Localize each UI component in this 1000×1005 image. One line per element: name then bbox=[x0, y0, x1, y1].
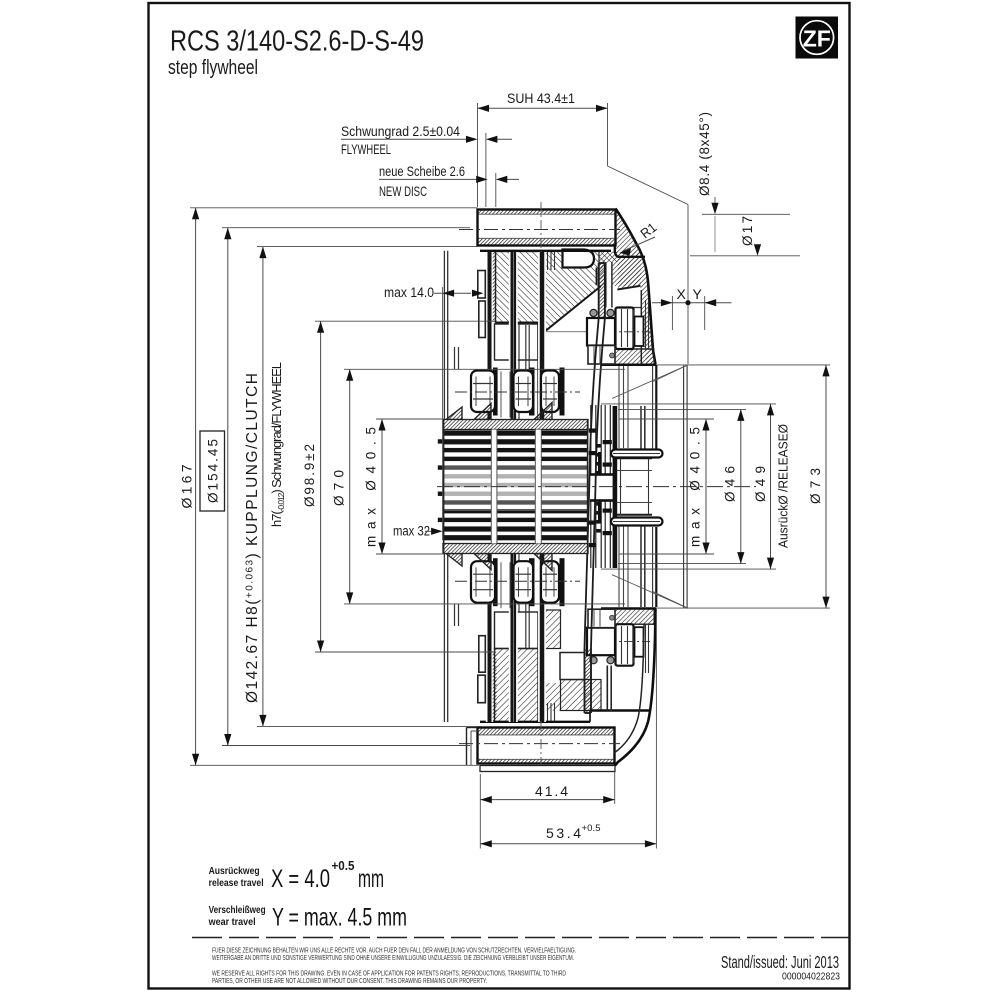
svg-text:Schwungrad 2.5±0.04: Schwungrad 2.5±0.04 bbox=[341, 123, 460, 139]
svg-text:step flywheel: step flywheel bbox=[168, 56, 258, 79]
svg-text:X = 4.0: X = 4.0 bbox=[271, 865, 330, 893]
svg-text:Y: Y bbox=[693, 286, 703, 302]
svg-text:max Ø40.5: max Ø40.5 bbox=[688, 427, 703, 547]
svg-text:WE RESERVE ALL RIGHTS FOR THIS: WE RESERVE ALL RIGHTS FOR THIS DRAWING. … bbox=[212, 969, 566, 978]
svg-text:41.4: 41.4 bbox=[535, 783, 568, 799]
svg-text:ZF: ZF bbox=[803, 26, 831, 52]
svg-text:Ø46: Ø46 bbox=[723, 466, 738, 502]
svg-text:Ø98.9±2: Ø98.9±2 bbox=[302, 444, 317, 507]
svg-text:max Ø40.5: max Ø40.5 bbox=[364, 427, 379, 547]
svg-text:+0.5: +0.5 bbox=[332, 858, 355, 873]
svg-text:NEW DISC: NEW DISC bbox=[379, 183, 427, 199]
svg-text:53.4: 53.4 bbox=[546, 825, 581, 841]
svg-text:Ausrückweg: Ausrückweg bbox=[209, 865, 260, 877]
svg-text:max 14.0: max 14.0 bbox=[384, 285, 434, 300]
svg-text:+0.5: +0.5 bbox=[582, 823, 601, 834]
svg-text:Ø8.4 (8x45°): Ø8.4 (8x45°) bbox=[697, 112, 712, 196]
svg-text:PARTIES, OR OTHER USE ARE NOT: PARTIES, OR OTHER USE ARE NOT ALLOWED WI… bbox=[212, 976, 487, 985]
svg-text:AusrückØ /RELEASEØ: AusrückØ /RELEASEØ bbox=[776, 424, 791, 548]
svg-text:Stand/issued: Juni 2013: Stand/issued: Juni 2013 bbox=[721, 952, 839, 972]
svg-text:h7(-0.012) Schwungrad/FLYWHEEL: h7(-0.012) Schwungrad/FLYWHEEL bbox=[269, 362, 286, 527]
svg-text:Ø70: Ø70 bbox=[332, 470, 347, 506]
svg-text:Ø73: Ø73 bbox=[808, 468, 823, 504]
svg-text:Verschleißweg: Verschleißweg bbox=[209, 904, 266, 916]
svg-text:WEITERGABE AN DRITTE UND SONST: WEITERGABE AN DRITTE UND SONSTIGE VERWER… bbox=[212, 953, 574, 962]
svg-text:Ø49: Ø49 bbox=[753, 466, 768, 502]
svg-text:Ø17: Ø17 bbox=[740, 216, 755, 246]
svg-text:SUH 43.4±1: SUH 43.4±1 bbox=[507, 90, 575, 106]
svg-text:neue Scheibe 2.6: neue Scheibe 2.6 bbox=[379, 163, 465, 179]
svg-text:Y = max. 4.5 mm: Y = max. 4.5 mm bbox=[272, 904, 407, 932]
svg-text:000004022823: 000004022823 bbox=[782, 971, 840, 983]
svg-text:release travel: release travel bbox=[209, 877, 264, 889]
svg-text:Ø154.45: Ø154.45 bbox=[206, 439, 221, 503]
svg-text:Ø142.67 H8(+0.063) KUPPLUNG/CL: Ø142.67 H8(+0.063) KUPPLUNG/CLUTCH bbox=[244, 373, 261, 703]
svg-text:X: X bbox=[677, 286, 687, 302]
svg-text:RCS 3/140-S2.6-D-S-49: RCS 3/140-S2.6-D-S-49 bbox=[170, 26, 424, 58]
svg-text:mm: mm bbox=[358, 865, 384, 893]
svg-text:max 32: max 32 bbox=[393, 524, 430, 539]
svg-text:wear travel: wear travel bbox=[208, 916, 256, 928]
svg-text:FLYWHEEL: FLYWHEEL bbox=[341, 141, 391, 157]
svg-text:FUER DIESE ZEICHNUNG BEHALTEN: FUER DIESE ZEICHNUNG BEHALTEN WIR UNS AL… bbox=[212, 946, 576, 955]
